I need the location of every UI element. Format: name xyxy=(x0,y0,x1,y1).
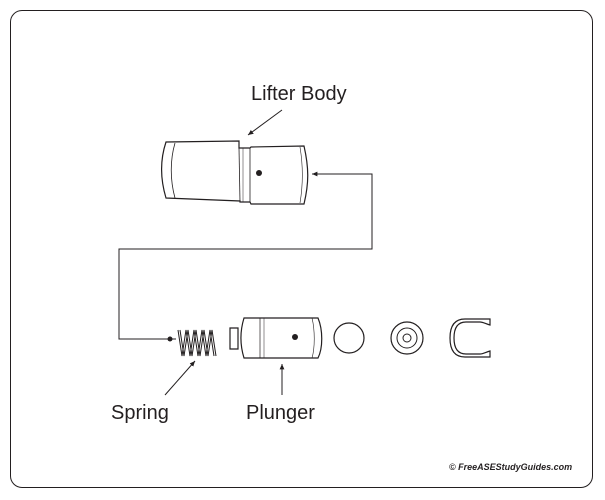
retainer-ring xyxy=(390,321,424,355)
lifter-body-label: Lifter Body xyxy=(251,83,347,105)
spring-leader-arrow xyxy=(164,360,196,396)
assembly-connector-line xyxy=(118,171,373,340)
lifter-body-oil-hole xyxy=(256,170,262,176)
plunger xyxy=(229,317,323,359)
check-ball xyxy=(333,322,365,354)
connector-start-dot xyxy=(167,336,173,342)
snap-ring xyxy=(449,318,491,358)
spring-label: Spring xyxy=(111,402,169,424)
lifter-body-leader-arrow xyxy=(247,109,283,136)
copyright-credit: © FreeASEStudyGuides.com xyxy=(449,462,573,472)
plunger-oil-hole xyxy=(292,334,298,340)
plunger-label: Plunger xyxy=(246,402,315,424)
spring xyxy=(177,329,217,357)
lifter-body xyxy=(160,140,309,205)
